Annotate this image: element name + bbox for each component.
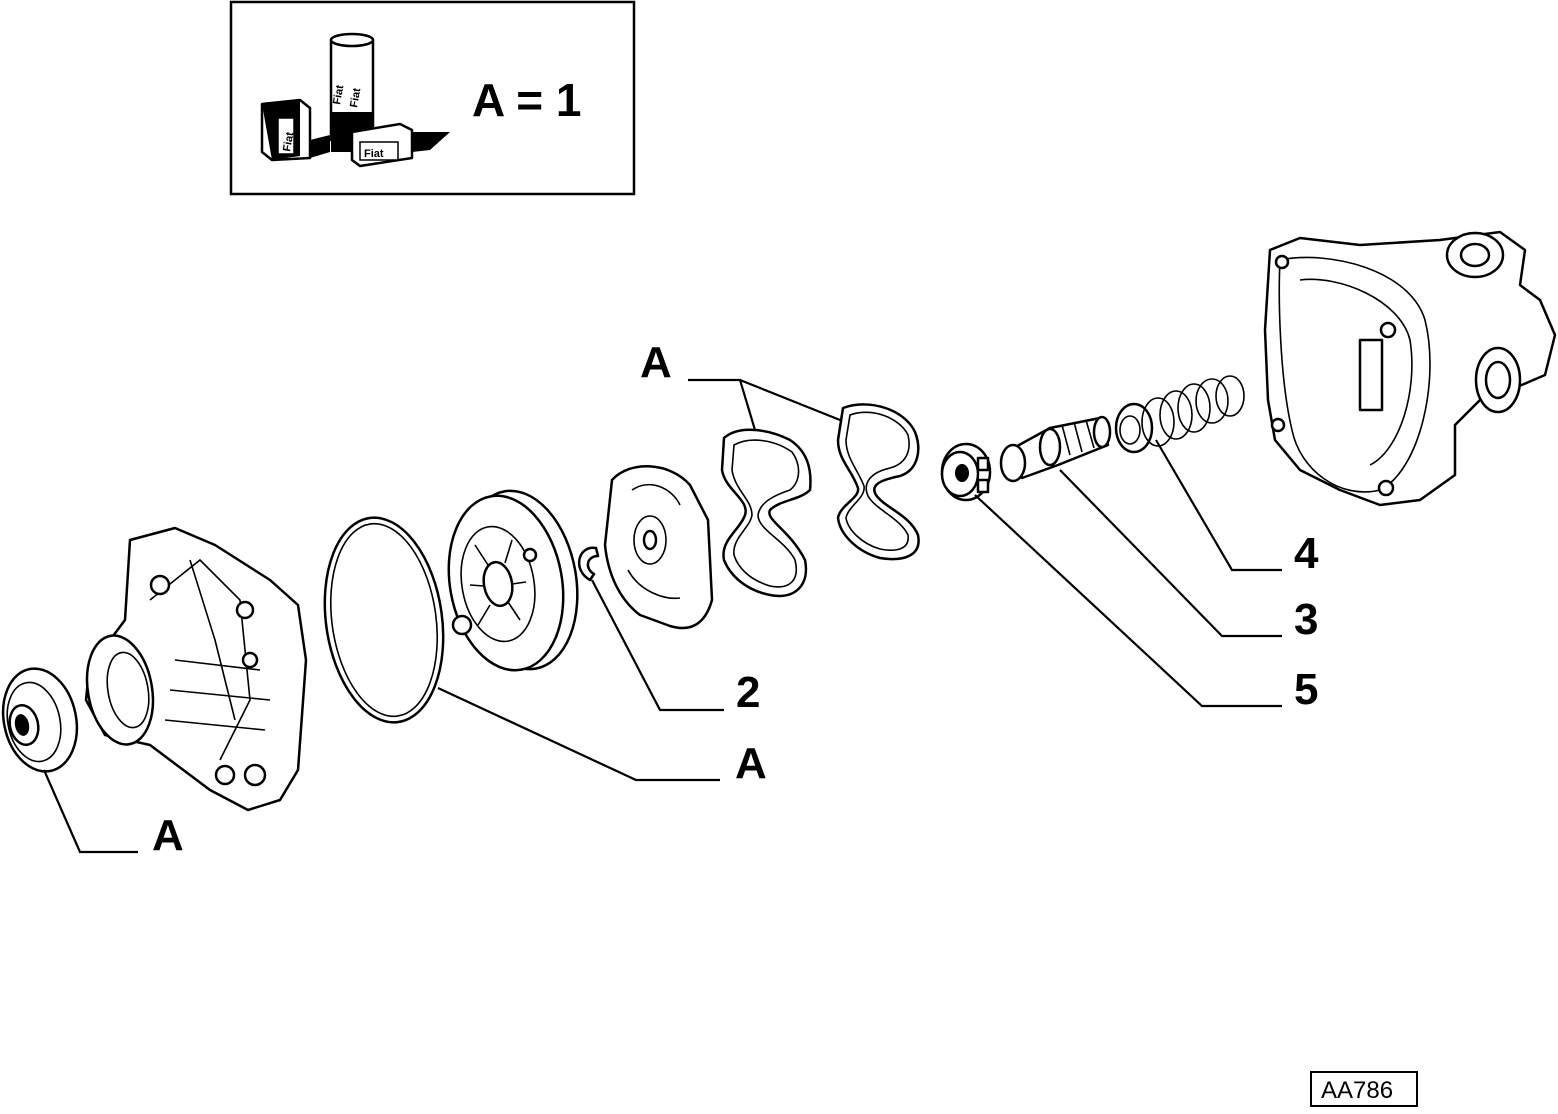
relief-valve [999,415,1112,483]
fiat-kit-packages-icon: Fiat Fiat Fiat Fiat [260,32,450,168]
callout-gasket-pair: A [640,338,672,387]
rotor-disc [447,489,579,672]
circlip [577,546,600,582]
callout-shaft-seal: A [152,811,184,860]
reference-code: AA786 [1321,1077,1393,1104]
callout-circlip: 2 [736,668,760,717]
leader-lines [42,378,1282,854]
legend-box: Fiat Fiat Fiat Fiat A = 1 [229,0,636,196]
callout-relief-valve: 3 [1294,595,1318,644]
package-label-3: Fiat [281,131,296,153]
gasket-rear [836,403,920,561]
port-plate [603,465,714,630]
gasket-front [720,428,812,598]
valve-cap [940,442,992,502]
package-label-1: Fiat [331,84,346,106]
callout-valve-spring: 4 [1294,529,1319,578]
valve-spring [1114,375,1245,454]
large-o-ring [323,516,445,724]
shaft-seal [1,667,79,773]
callout-o-ring: A [735,739,767,788]
pump-rear-body [1263,230,1557,507]
package-label-2: Fiat [348,87,363,109]
callout-valve-cap: 5 [1294,665,1318,714]
package-label-4: Fiat [364,148,384,160]
reference-code-box: AA786 [1310,1071,1418,1107]
legend-equation: A = 1 [472,74,582,126]
pump-front-housing [84,526,308,812]
